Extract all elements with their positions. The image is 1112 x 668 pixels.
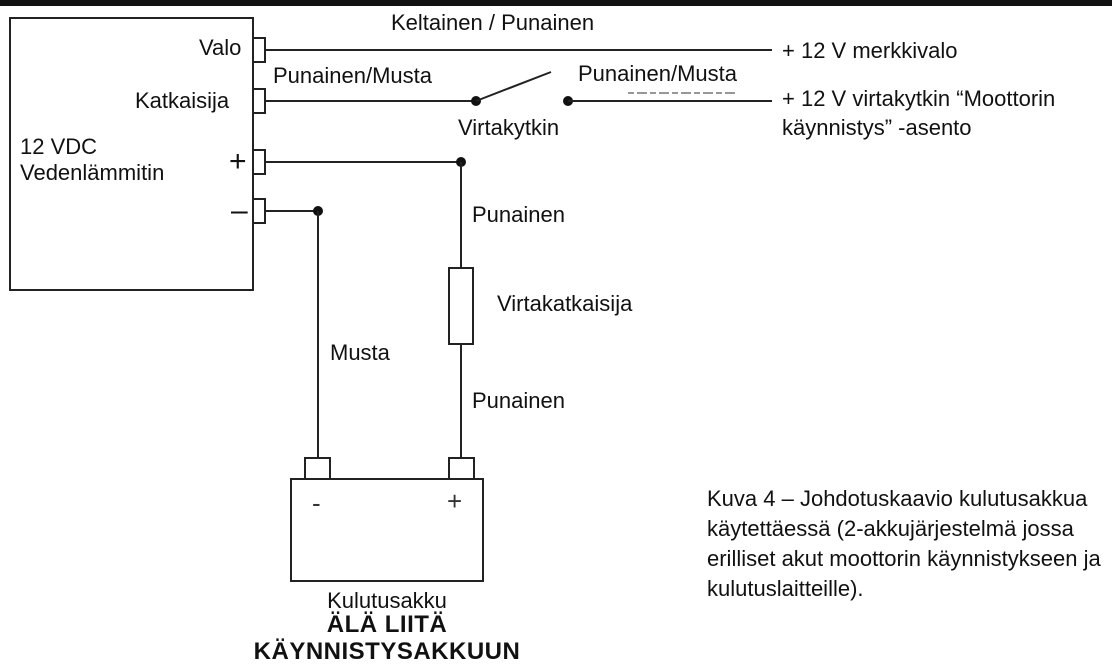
plus-wire-lower-label: Punainen: [472, 388, 565, 413]
terminal-label-valo: Valo: [199, 35, 242, 60]
caption-line-3: erilliset akut moottorin käynnistykseen …: [707, 546, 1101, 571]
battery-minus-symbol: -: [312, 488, 321, 518]
battery-warning-line2: KÄYNNISTYSAKKUUN: [253, 638, 521, 665]
ignition-destination-line2: käynnistys” -asento: [782, 115, 972, 140]
switch-wire-right-label: Punainen/Musta: [578, 61, 737, 86]
switch-wire-left-label: Punainen/Musta: [273, 63, 432, 88]
heater-box: [9, 17, 254, 291]
figure-caption: Kuva 4 – Johdotuskaavio kulutusakkua käy…: [707, 484, 1112, 604]
breaker-label: Virtakatkaisija: [497, 291, 633, 316]
battery-plus-symbol: +: [447, 486, 463, 516]
caption-line-4: kulutuslaitteille).: [707, 576, 864, 601]
switch-name-label: Virtakytkin: [458, 115, 560, 140]
battery-body: [290, 478, 484, 582]
terminal-label-katkaisija: Katkaisija: [135, 88, 230, 113]
breaker-body: [448, 267, 474, 345]
marker-light-destination: + 12 V merkkivalo: [782, 38, 958, 63]
plus-wire-upper-label: Punainen: [472, 202, 565, 227]
battery-warning-line1: ÄLÄ LIITÄ: [326, 611, 448, 638]
terminal-plus-connector: [252, 149, 266, 175]
ignition-destination-line1: + 12 V virtakytkin “Moottorin: [782, 86, 1056, 111]
terminal-label-minus: –: [231, 194, 248, 227]
heater-name-line2: Vedenlämmitin: [20, 160, 165, 185]
terminal-valo-connector: [252, 37, 266, 63]
heater-name-line1: 12 VDC: [20, 134, 98, 159]
terminal-label-plus: +: [229, 145, 247, 178]
battery-minus-post: [304, 457, 331, 480]
caption-line-1: Kuva 4 – Johdotuskaavio kulutusakkua: [707, 486, 1088, 511]
battery-name: Kulutusakku: [327, 588, 447, 613]
terminal-katkaisija-connector: [252, 88, 266, 114]
caption-line-2: käytettäessä (2-akkujärjestelmä jossa: [707, 516, 1074, 541]
top-border: [0, 0, 1112, 6]
battery-plus-post: [448, 457, 475, 480]
minus-wire-label: Musta: [330, 340, 390, 365]
valo-wire-label: Keltainen / Punainen: [391, 10, 595, 35]
terminal-minus-connector: [252, 198, 266, 224]
switch-lever: [475, 71, 552, 102]
